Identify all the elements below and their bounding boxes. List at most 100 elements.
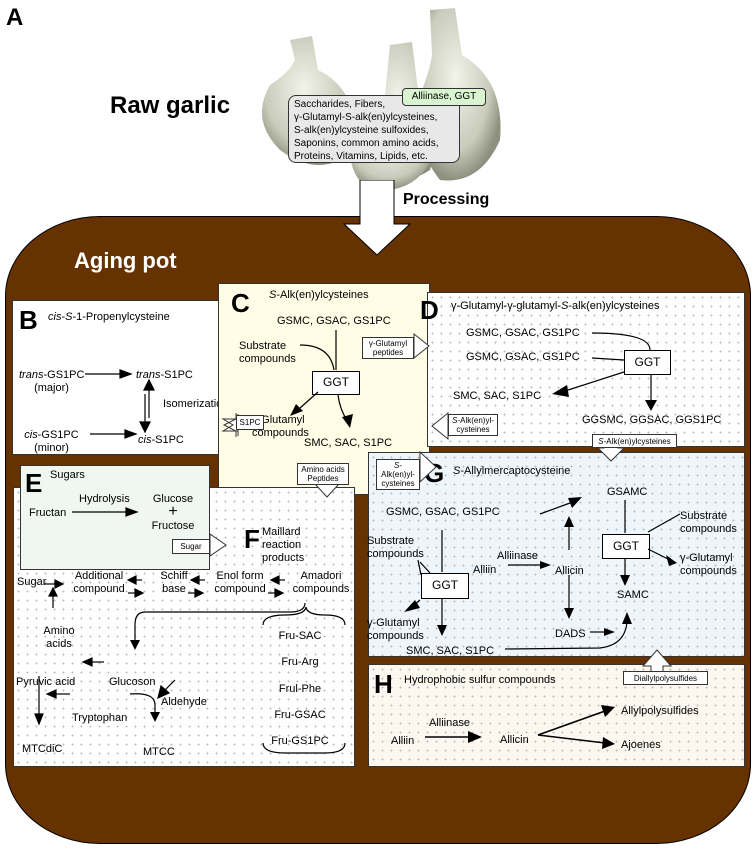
line: γ-Glutamyl xyxy=(252,414,305,426)
alliin: Alliin xyxy=(391,735,415,747)
allicin: Allicin xyxy=(500,734,529,746)
content-line: Saccharides, Fibers, xyxy=(294,99,386,110)
content-line: γ-Glutamyl-S-alk(en)ylcysteines, xyxy=(294,112,438,123)
panel-title: S-Allylmercaptocysteine xyxy=(453,465,571,477)
tag-s1pc: S1PC xyxy=(236,415,264,430)
panel-b: B cis-S-1-Propenylcysteine trans-GS1PC(m… xyxy=(12,300,228,455)
line: compounds xyxy=(239,353,296,365)
hydrolysis-label: Hydrolysis xyxy=(79,493,130,505)
line: γ-Glutamyl xyxy=(367,617,420,629)
major-label: (major) xyxy=(34,382,69,394)
mtcc: MTCC xyxy=(143,746,175,758)
panel-title: γ-Glutamyl-γ-glutamyl-S-alk(en)ylcystein… xyxy=(451,300,660,312)
line: γ-Glutamyl xyxy=(680,552,733,564)
line: γ-Glutamyl xyxy=(368,339,408,348)
pyruvic-acid: Pyruvic acid xyxy=(16,676,76,688)
panel-label: F xyxy=(244,524,260,554)
trans-s1pc: trans-S1PC xyxy=(136,369,193,381)
processing-label: Processing xyxy=(403,191,490,208)
line: Maillard xyxy=(262,526,301,538)
ggt-enzyme-box-right: GGT xyxy=(602,534,650,559)
alliinase-label: Alliinase xyxy=(497,550,538,562)
line: compounds xyxy=(680,565,737,577)
panel-label: C xyxy=(231,288,250,318)
alliinase-label: Alliinase xyxy=(429,717,470,729)
line: cysteines xyxy=(456,425,490,434)
ggt-enzyme-box: GGT xyxy=(312,371,360,395)
panel-c: C S-Alk(en)ylcysteines GSMC, GSAC, GS1PC… xyxy=(218,283,430,495)
line: Amino acids xyxy=(301,465,345,474)
line: compounds xyxy=(367,630,424,642)
panel-e: E Sugars Hydrolysis Fructan Glucose + Fr… xyxy=(20,465,210,570)
line: Peptides xyxy=(307,474,339,483)
line: Substrate xyxy=(367,535,415,547)
alliin: Alliin xyxy=(473,564,497,576)
line: S-Alk(en)yl- xyxy=(381,461,415,479)
minor-label: (minor) xyxy=(34,442,69,454)
products: SMC, SAC, S1PC xyxy=(304,437,393,449)
panel-label: D xyxy=(420,295,439,325)
line: reaction xyxy=(262,539,302,551)
plus-sign: + xyxy=(168,503,178,520)
panel-title: cis-S-1-Propenylcysteine xyxy=(48,311,170,323)
line: Schiff xyxy=(160,570,188,582)
enzyme-tag: Alliinase, GGT xyxy=(402,88,486,106)
cis-gs1pc: cis-GS1PC(minor) xyxy=(24,429,79,454)
amadori-item: Fru-GS1PC xyxy=(271,735,329,747)
tryptophan: Tryptophan xyxy=(72,712,128,724)
line: Enol form xyxy=(216,570,264,582)
cis-s1pc: cis-S1PC xyxy=(138,434,184,446)
line: acids xyxy=(46,638,72,650)
line: cysteines xyxy=(381,479,415,488)
products: SMC, SAC, S1PC xyxy=(406,645,495,657)
raw-garlic-title: Raw garlic xyxy=(110,92,231,119)
sugar: Sugar xyxy=(17,576,47,588)
line: Additional xyxy=(74,570,124,582)
allicin: Allicin xyxy=(555,565,584,577)
raw-garlic-contents: Saccharides, Fibers, γ-Glutamyl-S-alk(en… xyxy=(288,95,460,163)
substrates: GSMC, GSAC, GS1PC xyxy=(386,506,500,518)
tag-sugar: Sugar xyxy=(172,539,210,554)
line: Amadori xyxy=(300,570,342,582)
dads: DADS xyxy=(555,628,586,640)
products-down: GGSMC, GGSAC, GGS1PC xyxy=(582,414,722,426)
amadori-item: Frul-Phe xyxy=(278,683,322,695)
aging-pot-label: Aging pot xyxy=(74,248,177,273)
ajoenes: Ajoenes xyxy=(621,739,661,751)
samc: SAMC xyxy=(617,589,649,601)
allylpolysulfides: Allylpolysulfides xyxy=(621,705,699,717)
panel-label: E xyxy=(25,468,43,498)
glucose: Glucose xyxy=(152,493,194,505)
line: compounds xyxy=(367,548,424,560)
amadori-item: Fru-SAC xyxy=(278,630,322,642)
mtcdic: MTCdiC xyxy=(22,743,63,755)
panel-title: Hydrophobic sulfur compounds xyxy=(404,674,556,686)
panel-title: S-Alk(en)ylcysteines xyxy=(269,289,369,301)
tag-alkenylcysteines-d-to-g: S-Alk(en)ylcysteines xyxy=(592,434,677,448)
fructan: Fructan xyxy=(29,507,67,519)
glucoson: Glucoson xyxy=(109,676,156,688)
line: Substrate xyxy=(680,510,728,522)
line: S-Alk(en)yl- xyxy=(452,416,494,425)
processing-arrow xyxy=(342,180,412,256)
isomerization-label: Isomerization xyxy=(163,398,229,410)
panel-label: B xyxy=(19,305,38,335)
fructose: Fructose xyxy=(151,520,195,532)
tag-alkenylcysteines-c-to-g: S-Alk(en)yl-cysteines xyxy=(376,459,420,490)
line: compounds xyxy=(292,583,350,595)
line: compound xyxy=(214,583,266,595)
line: compounds xyxy=(252,427,309,439)
